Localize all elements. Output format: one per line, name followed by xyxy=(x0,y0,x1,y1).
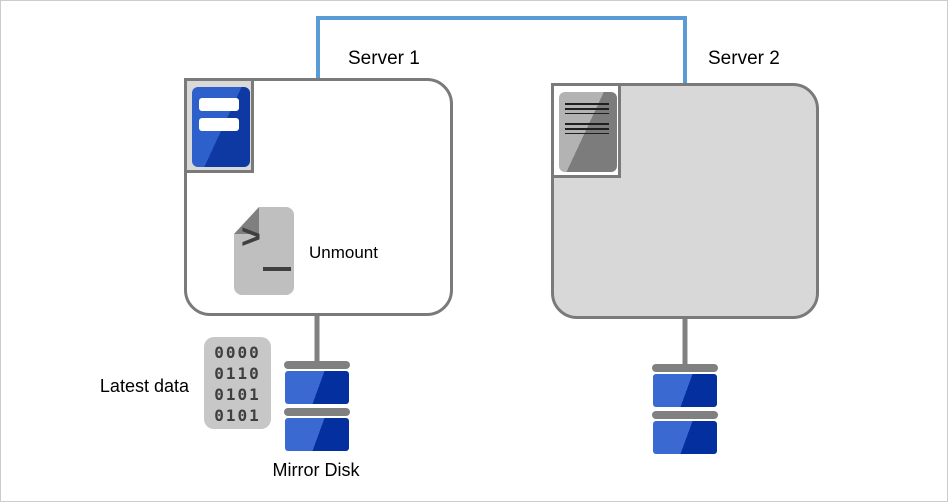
disk-cap xyxy=(284,408,350,416)
terminal-cursor-icon xyxy=(263,267,291,271)
server1-icon-tile xyxy=(184,78,254,173)
binary-row: 0110 xyxy=(214,364,261,383)
unmount-label: Unmount xyxy=(309,243,378,262)
server-drive-bay xyxy=(199,98,239,111)
server1-mirror-disk-icon xyxy=(284,361,350,451)
server-vent xyxy=(565,123,609,134)
server1-label: Server 1 xyxy=(348,48,420,69)
disk-platter xyxy=(285,371,349,404)
gray-server-icon xyxy=(559,92,617,172)
server2-icon-tile xyxy=(551,83,621,178)
disk-platter xyxy=(653,421,717,454)
disk-platter xyxy=(285,418,349,451)
binary-row: 0101 xyxy=(214,406,261,425)
disk-cap xyxy=(652,411,718,419)
binary-data-icon: 0000 0110 0101 0101 xyxy=(204,337,271,429)
server2-mirror-disk-icon xyxy=(652,364,718,454)
binary-row: 0000 xyxy=(214,343,261,362)
server-drive-bay xyxy=(199,118,239,131)
disk-platter xyxy=(653,374,717,407)
disk-cap xyxy=(652,364,718,372)
blue-server-icon xyxy=(192,87,250,167)
server2-label: Server 2 xyxy=(708,48,780,69)
disk-cap xyxy=(284,361,350,369)
binary-row: 0101 xyxy=(214,385,261,404)
mirror-disk-label: Mirror Disk xyxy=(272,460,360,480)
server-vent xyxy=(565,103,609,114)
terminal-prompt-icon: > xyxy=(241,218,261,256)
latest-data-label: Latest data xyxy=(99,376,189,396)
